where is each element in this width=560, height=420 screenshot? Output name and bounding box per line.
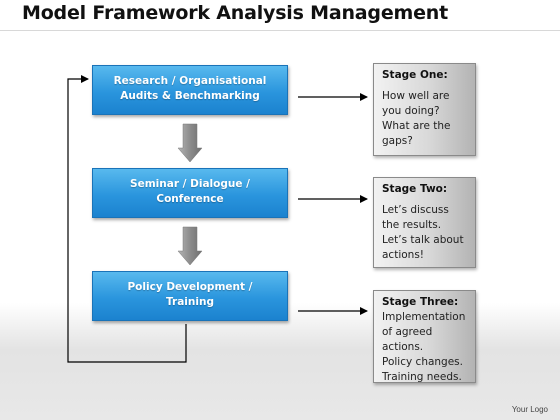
stage-three-box: Stage Three: Implementation of agreed ac… <box>373 290 476 383</box>
process-box-research-line2: Audits & Benchmarking <box>120 90 260 102</box>
feedback-loop-arrow <box>67 75 187 363</box>
process-box-research: Research / Organisational Audits & Bench… <box>92 65 288 115</box>
stage-three-text: Implementation of agreed actions. Policy… <box>382 311 466 383</box>
stage-two-box: Stage Two: Let’s discuss the results. Le… <box>373 177 476 268</box>
stage-one-box: Stage One: How well are you doing? What … <box>373 63 476 156</box>
process-box-seminar-line1: Seminar / Dialogue / <box>130 178 250 190</box>
stage-two-label: Stage Two: <box>382 183 448 195</box>
stage-one-text: How well are you doing? What are the gap… <box>382 90 451 147</box>
page-title: Model Framework Analysis Management <box>22 2 448 24</box>
process-box-policy: Policy Development / Training <box>92 271 288 321</box>
logo-placeholder: Your Logo <box>511 405 548 414</box>
down-arrow-1 <box>177 123 203 163</box>
title-divider <box>0 30 560 31</box>
stage-two-text: Let’s discuss the results. Let’s talk ab… <box>382 204 464 261</box>
process-box-research-line1: Research / Organisational <box>113 75 267 87</box>
process-box-policy-line1: Policy Development / <box>127 281 253 293</box>
process-box-seminar-line2: Conference <box>156 193 224 205</box>
stage-one-label: Stage One: <box>382 69 448 81</box>
process-box-seminar: Seminar / Dialogue / Conference <box>92 168 288 218</box>
down-arrow-2 <box>177 226 203 266</box>
stage-three-label: Stage Three: <box>382 296 459 308</box>
process-box-policy-line2: Training <box>166 296 214 308</box>
